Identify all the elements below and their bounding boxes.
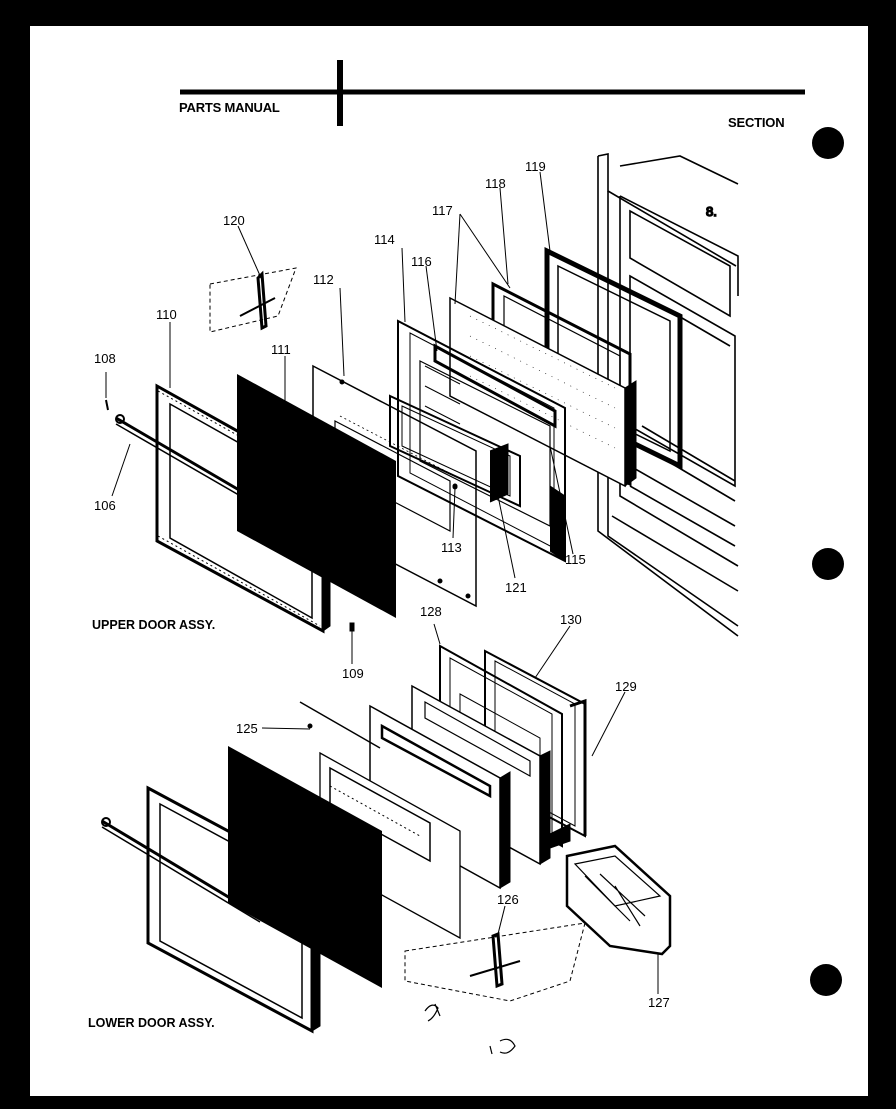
part-126-hinge [404, 922, 586, 1002]
callout-121: 121 [505, 580, 527, 595]
part-106-handle [105, 399, 276, 517]
callout-126: 126 [497, 892, 519, 907]
part-120-hinge [209, 267, 297, 333]
lower-door-frame [101, 785, 321, 1034]
binder-hole-bottom [810, 964, 842, 996]
handwritten-marks [424, 1003, 516, 1055]
callouts: 108 106 110 111 112 120 114 116 117 118 … [94, 159, 670, 1010]
lower-door-assy-label: LOWER DOOR ASSY. [88, 1016, 215, 1030]
part-117-insulation [449, 296, 637, 488]
callout-116: 116 [411, 254, 432, 269]
callout-106: 106 [94, 498, 116, 513]
upper-door-assy-label: UPPER DOOR ASSY. [92, 618, 216, 632]
callout-111: 111 [271, 342, 291, 357]
header-rule [180, 60, 805, 126]
lower-mesh [228, 746, 382, 988]
svg-text:8.: 8. [706, 204, 717, 219]
callout-129: 129 [615, 679, 637, 694]
leader-lines [105, 171, 659, 994]
callout-118: 118 [485, 176, 506, 191]
parts-manual-label: PARTS MANUAL [179, 100, 280, 115]
callout-117: 117 [432, 203, 453, 218]
callout-108-top: 108 [94, 351, 116, 366]
binder-hole-middle [812, 548, 844, 580]
callout-110: 110 [156, 307, 177, 322]
callout-114: 114 [374, 232, 395, 247]
part-110-door-frame [155, 383, 331, 634]
callout-127: 127 [648, 995, 670, 1010]
section-label: SECTION [728, 115, 785, 130]
callout-130: 130 [560, 612, 582, 627]
callout-115: 115 [565, 552, 586, 567]
part-111-mesh [237, 374, 396, 618]
binder-hole-top [812, 127, 844, 159]
parts-sheet: PARTS MANUAL SECTION UPPER DOOR ASSY. LO… [30, 26, 868, 1096]
exploded-diagram: 8. [94, 60, 805, 1055]
part-125-panel [299, 701, 381, 749]
callout-120: 120 [223, 213, 245, 228]
part-127-box [565, 844, 672, 956]
part-114-frame [397, 319, 566, 563]
callout-128: 128 [420, 604, 442, 619]
callout-119: 119 [525, 159, 546, 174]
part-121-window [389, 394, 521, 508]
callout-113: 113 [441, 540, 462, 555]
callout-109: 109 [342, 666, 364, 681]
callout-112: 112 [313, 272, 334, 287]
callout-125: 125 [236, 721, 258, 736]
lower-insulation [319, 684, 551, 940]
